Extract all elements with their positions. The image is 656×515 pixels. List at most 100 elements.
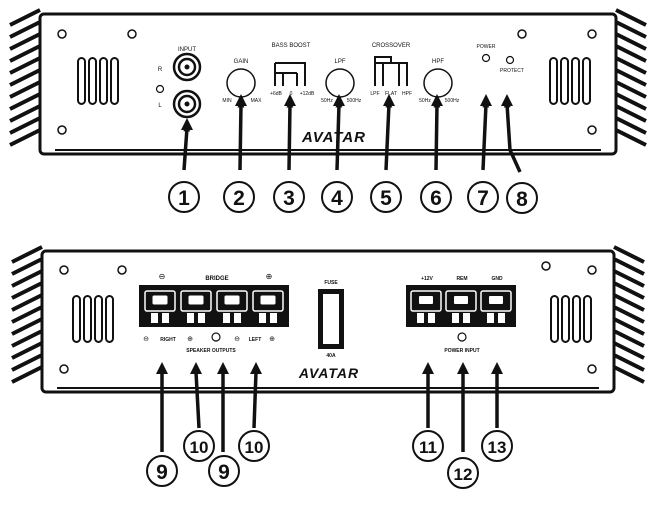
lpf-label: LPF — [334, 59, 345, 65]
plus-symbol: ⊕ — [269, 336, 275, 343]
gain-label: GAIN — [234, 59, 249, 65]
right-channel-label: RIGHT — [160, 337, 176, 343]
callout-badge: 1 — [168, 181, 200, 213]
svg-text:9: 9 — [218, 461, 230, 484]
hpf-max-label: 500Hz — [445, 98, 460, 104]
lpf-min-label: 50Hz — [321, 98, 333, 104]
power-led-icon — [481, 53, 491, 63]
plus-symbol: ⊕ — [187, 336, 193, 343]
lpf-max-label: 500Hz — [347, 98, 362, 104]
callout-badge: 9 — [208, 455, 240, 487]
bass-boost-label: BASS BOOST — [272, 43, 311, 49]
input-l-label: L — [158, 103, 162, 109]
svg-text:10: 10 — [190, 438, 209, 457]
crossover-switch[interactable] — [374, 56, 408, 86]
screw-icon — [57, 29, 597, 135]
lpf-knob[interactable] — [325, 68, 355, 98]
crossover-option: FLAT — [385, 91, 397, 97]
gain-max-label: MAX — [251, 98, 263, 104]
power-terminal[interactable] — [410, 290, 442, 323]
svg-text:4: 4 — [331, 187, 343, 210]
rca-input-right-jack[interactable] — [172, 52, 202, 82]
front-callout-arrowheads — [181, 94, 513, 130]
screw-icon — [59, 261, 597, 374]
svg-text:6: 6 — [430, 187, 442, 210]
led-small-icon — [211, 332, 221, 342]
brand-logo-front: AVATAR — [301, 129, 366, 146]
heatsink-right — [615, 8, 647, 147]
svg-text:7: 7 — [477, 187, 489, 210]
power-led-label: POWER — [477, 44, 496, 50]
heatsink-left — [11, 245, 43, 384]
vent-slots-right — [549, 57, 591, 105]
callout-badge: 9 — [146, 455, 178, 487]
heatsink-right — [613, 245, 645, 384]
svg-text:2: 2 — [233, 187, 245, 210]
svg-text:13: 13 — [488, 438, 507, 457]
rear-panel: ⊖ BRIDGE ⊕ ⊖ RIGHT ⊕ ⊖ LEFT ⊕ — [11, 245, 645, 394]
power-terminal[interactable] — [480, 290, 512, 323]
speaker-terminal[interactable] — [252, 290, 284, 323]
hpf-min-label: 50Hz — [419, 98, 431, 104]
speaker-terminal[interactable] — [180, 290, 212, 323]
crossover-option: LPF — [370, 91, 379, 97]
callout-badge: 13 — [481, 430, 513, 462]
speaker-outputs-label: SPEAKER OUTPUTS — [186, 348, 236, 354]
fuse-label: FUSE — [324, 280, 338, 286]
callout-badge: 2 — [223, 181, 255, 213]
hpf-knob[interactable] — [423, 68, 453, 98]
callout-badge: 8 — [506, 182, 538, 214]
led-small-icon — [457, 332, 467, 342]
crossover-option: HPF — [402, 91, 412, 97]
callout-badge: 7 — [467, 181, 499, 213]
bass-boost-switch[interactable] — [274, 62, 306, 86]
svg-text:12: 12 — [454, 465, 473, 484]
rca-input-left-jack[interactable] — [172, 89, 202, 119]
minus-symbol: ⊖ — [143, 336, 149, 343]
callout-badge: 12 — [447, 457, 479, 489]
callout-badge: 10 — [183, 430, 215, 462]
svg-text:11: 11 — [419, 438, 437, 457]
left-channel-label: LEFT — [249, 337, 262, 343]
protect-led-label: PROTECT — [500, 68, 524, 74]
front-callout-arrows — [182, 100, 522, 173]
front-panel: INPUT R L GAIN MIN MAX BASS BOOST +6dB 0… — [9, 8, 647, 156]
svg-text:3: 3 — [283, 187, 295, 210]
callout-badge: 5 — [370, 181, 402, 213]
fuse-window — [323, 294, 339, 344]
led-small-icon — [155, 84, 165, 94]
power-terminal-label: +12V — [421, 276, 433, 282]
gain-knob[interactable] — [226, 68, 256, 98]
rear-callout-arrowheads — [156, 362, 503, 374]
plus-symbol: ⊕ — [266, 272, 273, 281]
vent-slots-left — [77, 57, 119, 105]
vent-slots-left — [72, 295, 114, 343]
protect-led-icon — [505, 55, 515, 65]
bass-boost-option: 0 — [290, 91, 293, 97]
speaker-terminal[interactable] — [216, 290, 248, 323]
power-terminal[interactable] — [445, 290, 477, 323]
power-input-label: POWER INPUT — [444, 348, 479, 354]
fuse-rating: 40A — [326, 353, 336, 359]
callout-badge: 10 — [238, 430, 270, 462]
bass-boost-option: +6dB — [270, 91, 282, 97]
hpf-label: HPF — [432, 59, 444, 65]
svg-text:10: 10 — [245, 438, 264, 457]
gain-min-label: MIN — [222, 98, 232, 104]
bridge-label: BRIDGE — [205, 276, 228, 282]
callout-badge: 4 — [321, 181, 353, 213]
svg-text:8: 8 — [516, 188, 528, 211]
svg-text:1: 1 — [178, 187, 190, 210]
svg-text:5: 5 — [380, 187, 392, 210]
power-terminal-label: REM — [456, 276, 467, 282]
callout-badge: 3 — [273, 181, 305, 213]
crossover-label: CROSSOVER — [372, 43, 411, 49]
speaker-terminal[interactable] — [144, 290, 176, 323]
brand-logo-rear: AVATAR — [298, 365, 359, 381]
svg-text:9: 9 — [156, 461, 168, 484]
input-label: INPUT — [178, 47, 196, 53]
heatsink-left — [9, 8, 41, 147]
rear-callout-arrows — [160, 371, 499, 452]
minus-symbol: ⊖ — [234, 336, 240, 343]
